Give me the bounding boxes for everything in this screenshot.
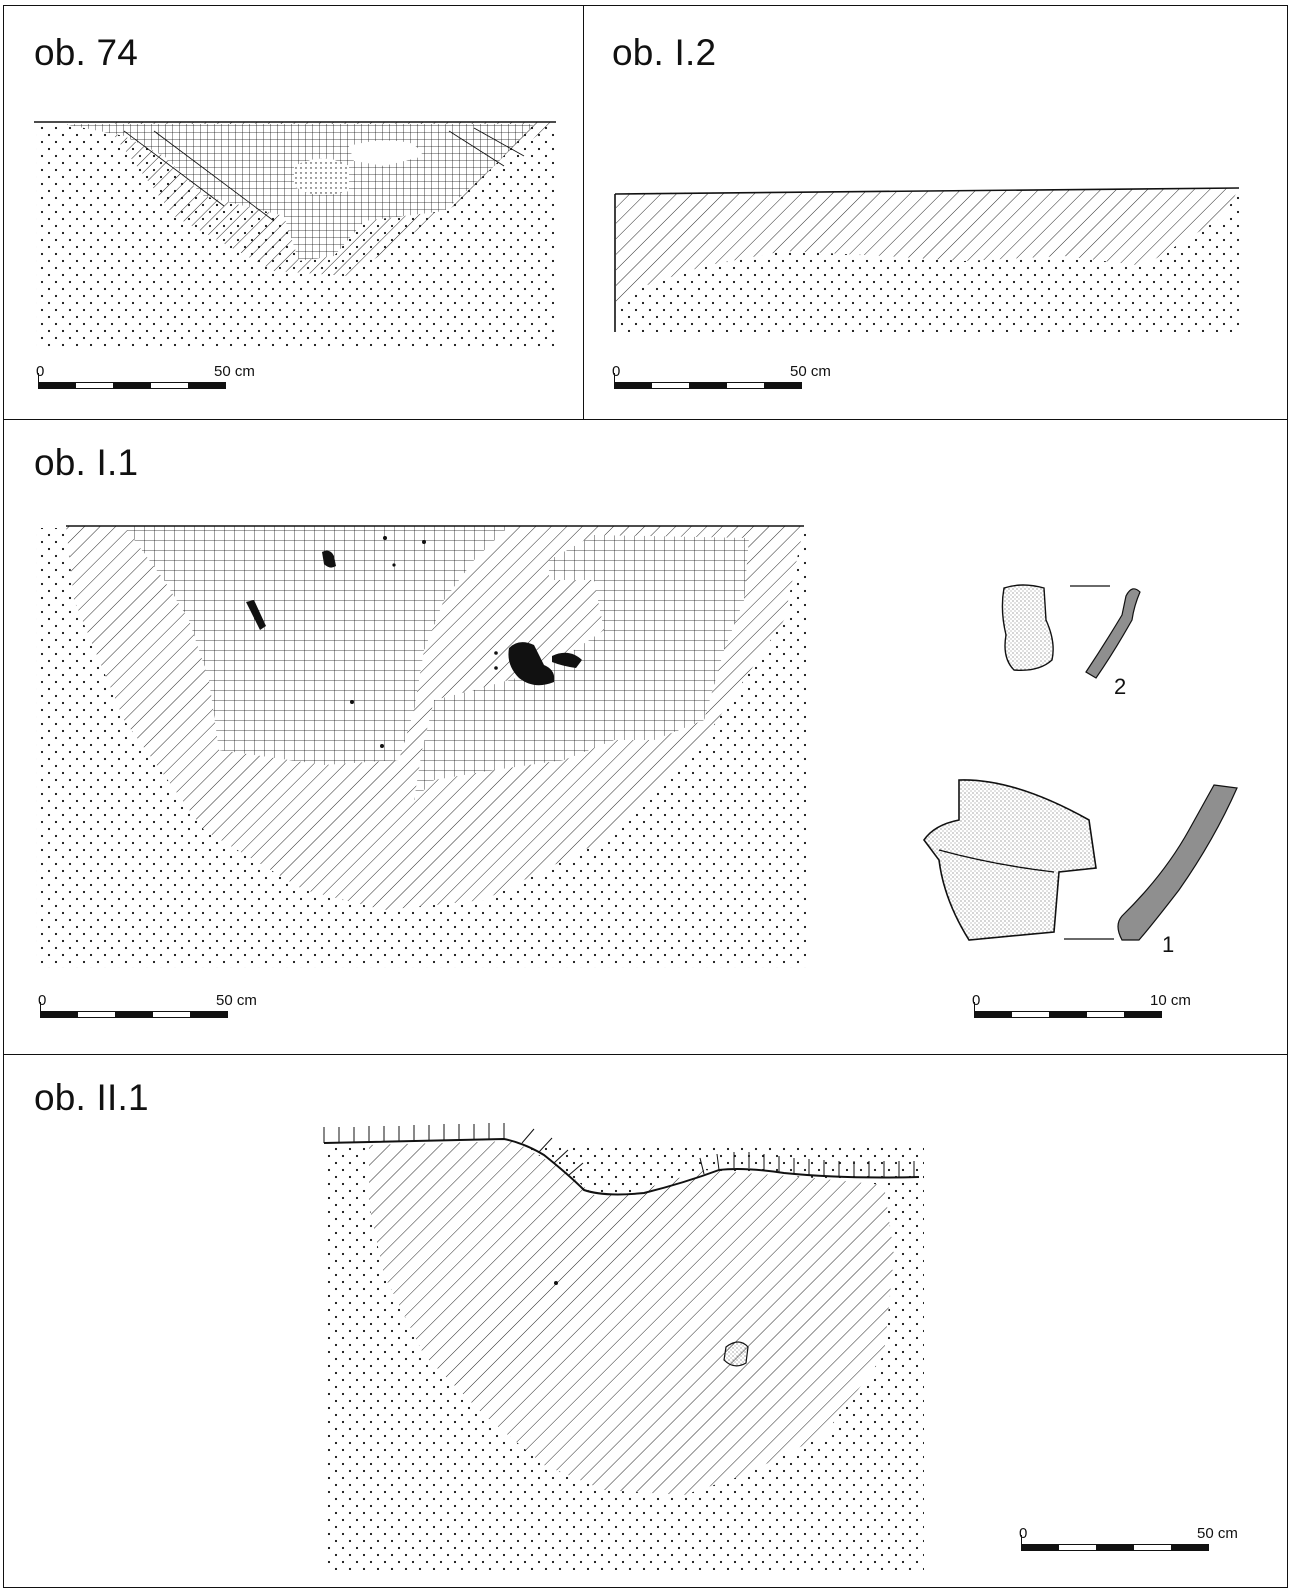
section-drawing-ob-I1 [36,525,1238,968]
scale-start-label: 0 [38,992,47,1009]
scale-start-label: 0 [1019,1525,1028,1542]
scale-bar-50cm: 0 50 cm [36,363,258,393]
scale-end-label: 50 cm [216,992,257,1009]
scale-tick [614,373,615,383]
scale-bar-50cm: 0 50 cm [38,992,265,1022]
scale-end-label: 50 cm [790,363,831,380]
scale-end-label: 10 cm [1150,992,1191,1009]
section-drawing-ob-II1 [323,1123,924,1570]
find-2-number: 2 [1114,674,1127,699]
scale-bar-10cm: 0 10 cm [972,992,1199,1022]
scale-segments [1021,1544,1209,1551]
find-2-sherd [1001,584,1141,679]
panel-title: ob. I.2 [612,32,717,73]
find-1-sherd [923,779,1238,941]
scale-segments [614,382,802,389]
scale-segments [38,382,226,389]
section-drawing-ob-74 [34,121,556,349]
scale-tick [1021,1535,1022,1545]
scale-segments [40,1011,228,1018]
panel-ob-74: ob. 74 0 50 cm [3,5,584,420]
scale-end-label: 50 cm [1197,1525,1238,1542]
panel-ob-I1: ob. I.1 [3,419,1288,1055]
panel-ob-I2: ob. I.2 0 50 cm [583,5,1288,420]
panel-title: ob. II.1 [34,1077,149,1118]
scale-segments [974,1011,1162,1018]
scale-tick [40,1002,41,1012]
find-1-number: 1 [1162,932,1175,957]
scale-tick [38,373,39,383]
panel-ob-II1: ob. II.1 0 50 cm [3,1054,1288,1588]
section-drawing-ob-I2 [614,187,1241,332]
scale-bar-50cm: 0 50 cm [1019,1525,1246,1555]
scale-start-label: 0 [972,992,981,1009]
scale-end-label: 50 cm [214,363,255,380]
scale-bar-50cm: 0 50 cm [612,363,834,393]
scale-start-label: 0 [36,363,45,380]
panel-title: ob. I.1 [34,442,139,483]
scale-start-label: 0 [612,363,621,380]
panel-title: ob. 74 [34,32,139,73]
scale-tick [974,1002,975,1012]
